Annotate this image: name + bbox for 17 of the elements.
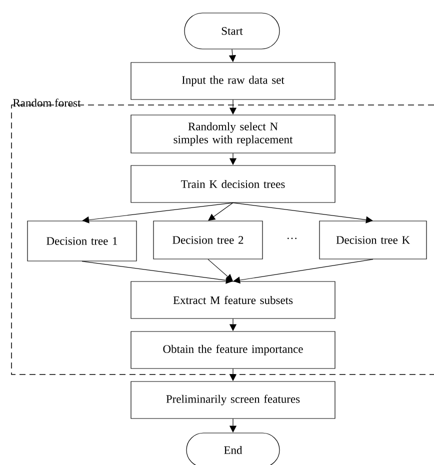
process-box: Decision tree K <box>319 220 427 260</box>
process-box: Decision tree 2 <box>153 220 263 260</box>
arrow <box>233 259 374 284</box>
process-box: Obtain the feature importance <box>130 331 336 369</box>
process-box: Decision tree 1 <box>27 220 137 262</box>
process-box: Input the raw data set <box>130 62 336 100</box>
ellipsis: ··· <box>288 238 296 240</box>
arrow <box>208 259 233 282</box>
process-box: Randomly select N simples with replacement <box>130 114 336 154</box>
arrow <box>232 202 373 224</box>
process-box: Train K decision trees <box>130 165 336 203</box>
group-heading: Random forest <box>13 98 81 107</box>
process-box: Preliminarily screen features <box>130 381 336 419</box>
arrow <box>82 261 233 284</box>
arrow <box>82 202 234 224</box>
arrow <box>208 202 234 221</box>
process-box: Extract M feature subsets <box>130 281 336 319</box>
